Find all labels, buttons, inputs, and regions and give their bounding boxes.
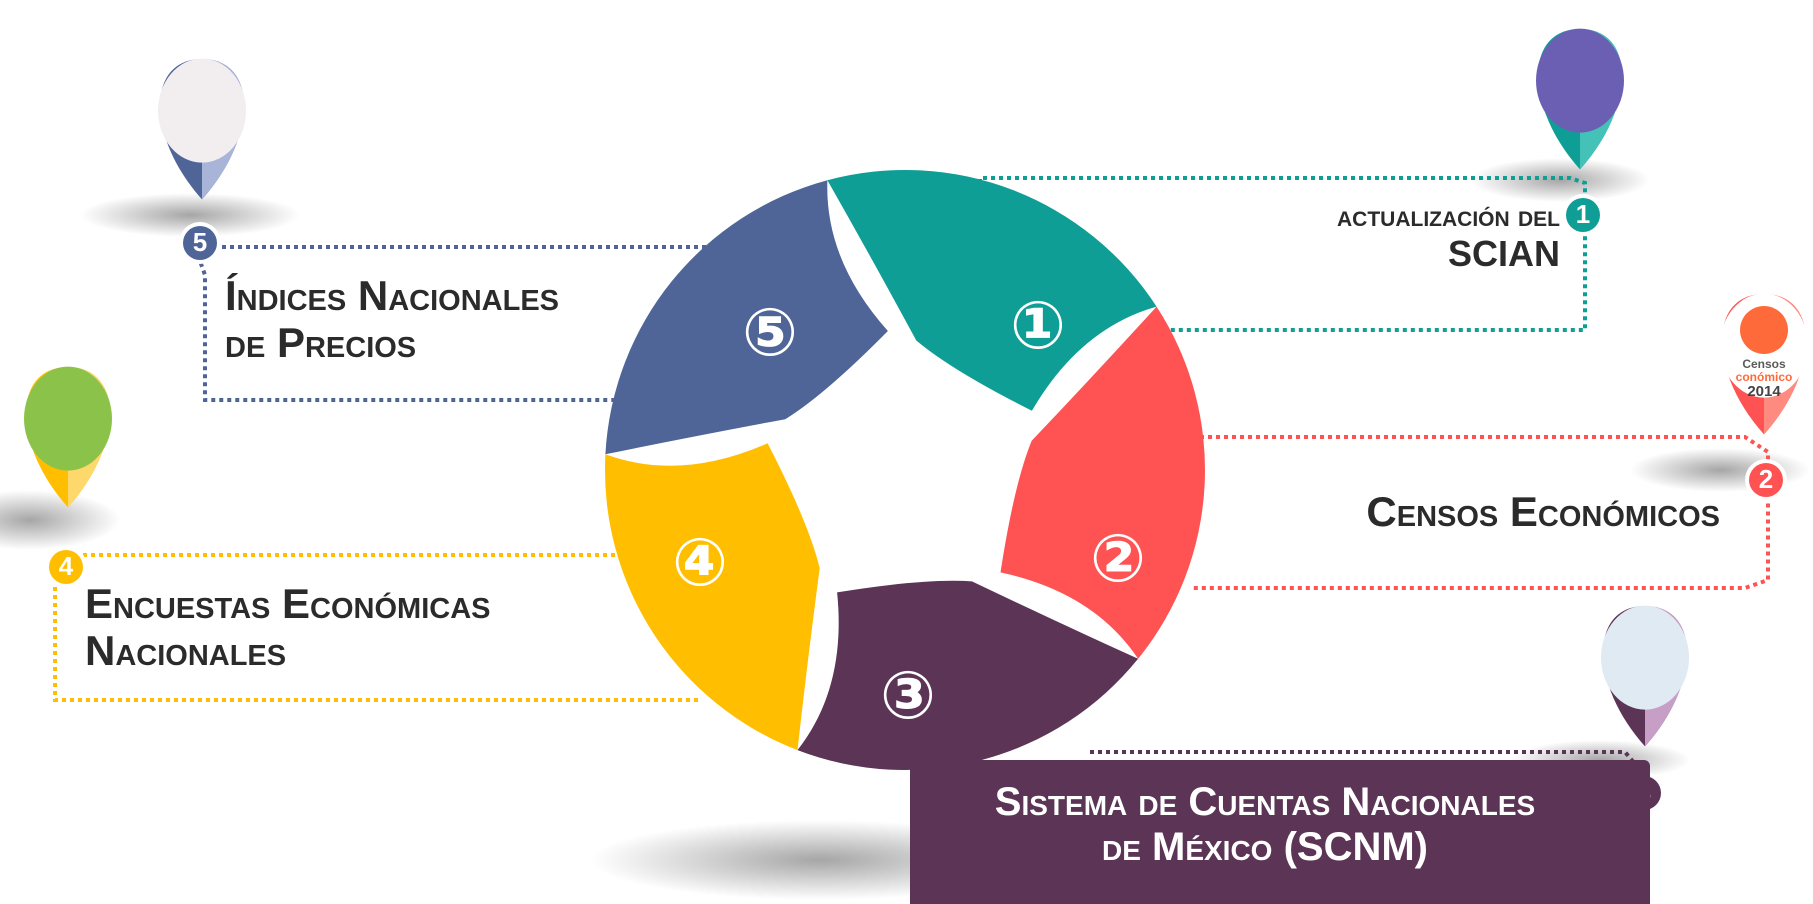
shadow-pin5 [80, 193, 300, 237]
segment-2 [1000, 306, 1205, 659]
connector-3 [1090, 750, 1642, 772]
segment-5 [605, 180, 888, 455]
label-indices-line1: Índices Nacionales [225, 272, 560, 319]
badge-number-censos: 2 [1759, 464, 1773, 494]
badge-fill [1566, 198, 1600, 232]
badge-number-indices: 5 [193, 227, 207, 257]
pin-thumbnail [1536, 28, 1624, 133]
label-scian: actualización del SCIAN [1160, 200, 1560, 274]
label-scnm-line2: de México (SCNM) [1102, 824, 1428, 869]
censos-logo-icon [1740, 306, 1788, 354]
connector-1 [978, 176, 1587, 332]
badge-fill [49, 550, 83, 584]
label-encuestas-line2: Nacionales [85, 627, 287, 675]
label-indices-line2: de Precios [225, 319, 417, 367]
segment-numerals: ① ② ③ ④ ⑤ [672, 287, 1146, 734]
label-encuestas: Encuestas Económicas Nacionales [85, 580, 705, 674]
label-censos-line1: Censos Económicos [1366, 488, 1720, 535]
censos-thumb-title: Censos [1742, 357, 1786, 371]
badge-number-encuestas: 4 [59, 551, 74, 581]
cycle-ring [604, 169, 1205, 771]
scnm-label-box [910, 760, 1650, 904]
censos-thumb-year: 2014 [1747, 383, 1781, 400]
shadow-pin4 [0, 490, 120, 550]
segment-4 [604, 443, 820, 751]
segment-numeral-3: ③ [880, 657, 936, 734]
label-censos: Censos Económicos [1120, 488, 1720, 535]
label-scnm: Sistema de Cuentas Nacionales de México … [915, 780, 1615, 870]
pin-encuestas: 4 [24, 366, 112, 588]
badge-fill [183, 226, 217, 260]
pin-thumbnail [158, 58, 246, 163]
censos-thumb-sub: conómico [1736, 370, 1793, 384]
pin-indices: 5 [158, 58, 246, 264]
segment-numeral-2: ② [1090, 520, 1146, 597]
segment-1 [827, 169, 1157, 411]
connector-4 [53, 553, 700, 702]
pin-scian: 1 [1536, 28, 1624, 236]
badge-fill [1749, 463, 1783, 497]
segment-numeral-1: ① [1010, 287, 1066, 364]
segment-numeral-4: ④ [672, 524, 728, 601]
segment-numeral-5: ⑤ [742, 294, 798, 371]
label-scnm-line1: Sistema de Cuentas Nacionales [994, 780, 1536, 824]
pin-thumbnail [24, 366, 112, 471]
segment-3 [797, 580, 1139, 771]
badge-number-scian: 1 [1576, 199, 1590, 229]
label-scian-line2: SCIAN [1447, 232, 1560, 274]
label-scian-line1: actualización del [1337, 200, 1560, 233]
connector-2 [1190, 435, 1770, 590]
pin-thumbnail [1601, 605, 1689, 710]
label-indices: Índices Nacionales de Precios [225, 272, 745, 366]
label-encuestas-line1: Encuestas Económicas [85, 580, 491, 627]
